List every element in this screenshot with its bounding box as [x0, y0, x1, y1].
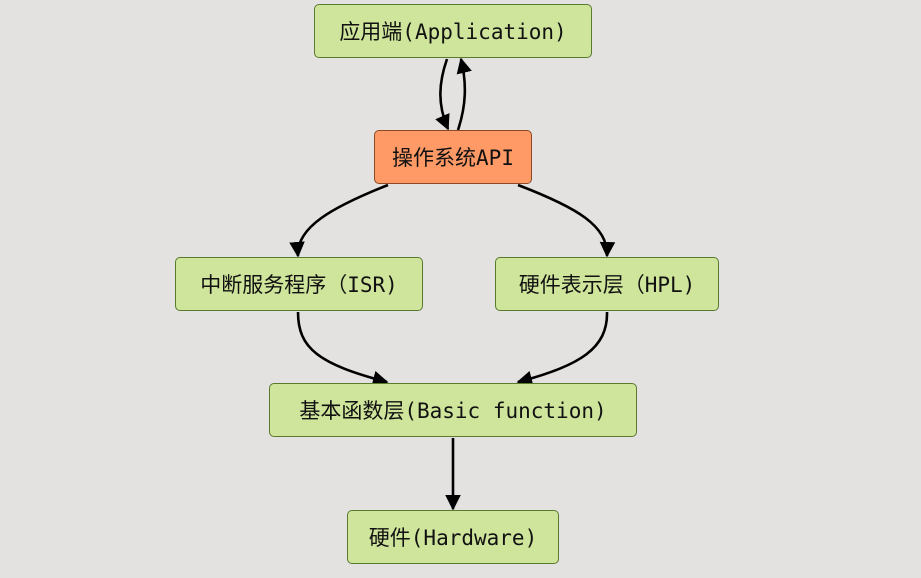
edge-isr-to-basic	[296, 311, 389, 387]
edge-app-to-api	[435, 58, 450, 131]
node-isr: 中断服务程序（ISR)	[175, 257, 423, 311]
node-hardware: 硬件(Hardware)	[347, 510, 559, 564]
node-os-api: 操作系统API	[374, 130, 532, 184]
edge-api-to-hpl	[517, 183, 616, 258]
node-basic-function: 基本函数层(Basic function)	[269, 383, 637, 437]
node-hpl: 硬件表示层（HPL)	[495, 257, 719, 311]
edge-api-to-isr	[289, 183, 389, 258]
edge-api-to-app	[456, 57, 472, 131]
node-application: 应用端(Application)	[314, 4, 592, 58]
edge-hpl-to-basic	[516, 311, 609, 387]
